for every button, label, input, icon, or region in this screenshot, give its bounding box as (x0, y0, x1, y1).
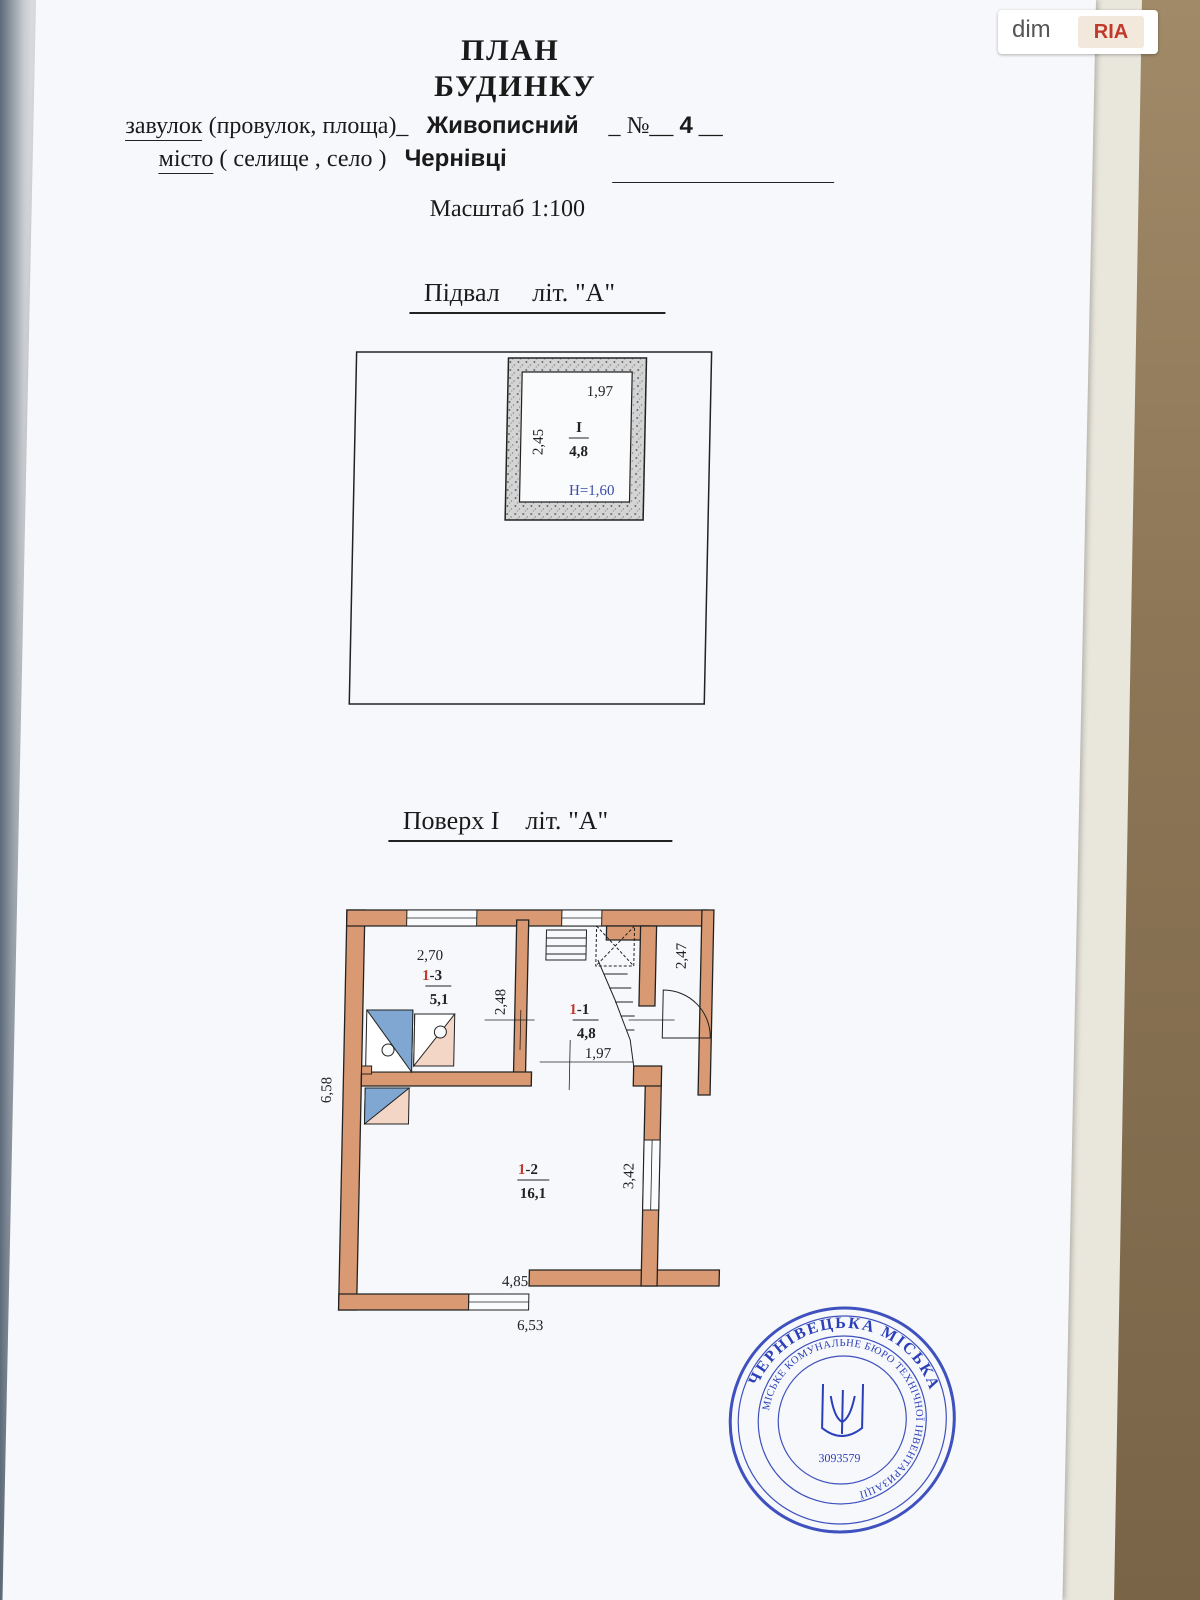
city-underline (612, 182, 835, 183)
dim-total-bottom: 6,53 (517, 1318, 544, 1334)
stove (360, 1009, 456, 1075)
room13-area: 5,1 (430, 992, 449, 1008)
dim-top-left: 2,70 (417, 948, 444, 964)
basement-heading: Підвал літ. "А" (424, 278, 616, 308)
dim-room12-bottom: 4,85 (502, 1274, 529, 1290)
stamp-code: 3093579 (818, 1451, 860, 1465)
basement-heading-rule (409, 312, 666, 314)
title-line-2: БУДИНКУ (433, 70, 597, 103)
street-type: завулок (125, 113, 203, 141)
official-stamp: ЧЕРНІВЕЦЬКА МІСЬКА МІСЬКЕ КОМУНАЛЬНЕ БЮР… (728, 1306, 956, 1534)
house-number: 4 (679, 112, 694, 139)
address-street-line: завулок (провулок, площа)_ Живописний _ … (125, 112, 724, 141)
floor1-plan: 2,70 1 -3 5,1 2,48 1 -1 4,8 1,97 2,47 1 … (319, 909, 721, 1334)
trident-emblem-icon (821, 1384, 865, 1437)
watermark-ria-text: RIA (1078, 16, 1144, 48)
floor1-heading-rule (388, 840, 673, 842)
wall-upper-right-stub (638, 925, 658, 1007)
staircase (545, 929, 635, 1067)
room11-id-suffix: -1 (577, 1002, 590, 1018)
basement-heading-label: Підвал (423, 278, 501, 307)
wall-mid-right (632, 1065, 663, 1087)
room11-area: 4,8 (577, 1026, 596, 1042)
dim-left-total: 6,58 (319, 1077, 336, 1103)
room13-id-suffix: -3 (429, 968, 442, 984)
basement-plan: 1,97 2,45 I 4,8 Н=1,60 (348, 351, 713, 705)
city-type: місто (158, 146, 214, 174)
city-name: Чернівці (404, 145, 507, 172)
scale-label: Масштаб 1:100 (429, 196, 586, 222)
watermark-dim-text: dim (1012, 16, 1051, 43)
number-label: _ №__ (608, 113, 674, 139)
document-page: ПЛАН БУДИНКУ завулок (провулок, площа)_ … (2, 0, 1097, 1600)
floor1-heading: Поверх I літ. "А" (402, 806, 609, 836)
wall-room13-right (512, 919, 530, 1081)
basement-room-id: I (576, 420, 582, 436)
wall-bottom-right (528, 1269, 721, 1287)
dim-room13-side: 2,48 (493, 989, 510, 1015)
street-name: Живописний (426, 112, 579, 139)
dim-room12-side: 3,42 (621, 1163, 638, 1189)
city-type-alt: ( селище , село ) (219, 146, 387, 172)
number-trail: __ (698, 113, 724, 139)
door-swing (661, 989, 711, 1039)
watermark-logo: dim RIA (998, 10, 1158, 54)
street-type-alt: (провулок, площа)_ (208, 113, 409, 139)
dim-room11-bottom: 1,97 (585, 1046, 612, 1062)
basement-room-length: 2,45 (530, 429, 547, 455)
room12-id-prefix: 1 (518, 1162, 526, 1178)
floor1-heading-label: Поверх I (402, 806, 500, 835)
ventilation-box (595, 925, 636, 967)
basement-room-area: 4,8 (569, 444, 588, 460)
wall-mid-horizontal (360, 1071, 533, 1087)
basement-room-interior (518, 371, 633, 503)
basement-heading-letter: літ. "А" (531, 278, 616, 307)
wall-bottom-left (337, 1293, 470, 1311)
basement-room-width: 1,97 (586, 384, 613, 400)
basement-room-height: Н=1,60 (569, 483, 615, 499)
wall-right-upper (697, 909, 715, 1096)
address-city-line: місто ( селище , село ) Чернівці (158, 145, 507, 174)
room12-id-suffix: -2 (525, 1162, 538, 1178)
title-line-1: ПЛАН (460, 34, 560, 67)
dim-right-side: 2,47 (674, 942, 691, 969)
floor1-heading-letter: літ. "А" (525, 806, 609, 835)
room12-area: 16,1 (520, 1186, 547, 1202)
wall-left (337, 909, 366, 1311)
room13-id-prefix: 1 (422, 968, 430, 984)
basement-outline (348, 351, 713, 705)
fireplace (363, 1087, 411, 1126)
room11-id-prefix: 1 (569, 1002, 577, 1018)
